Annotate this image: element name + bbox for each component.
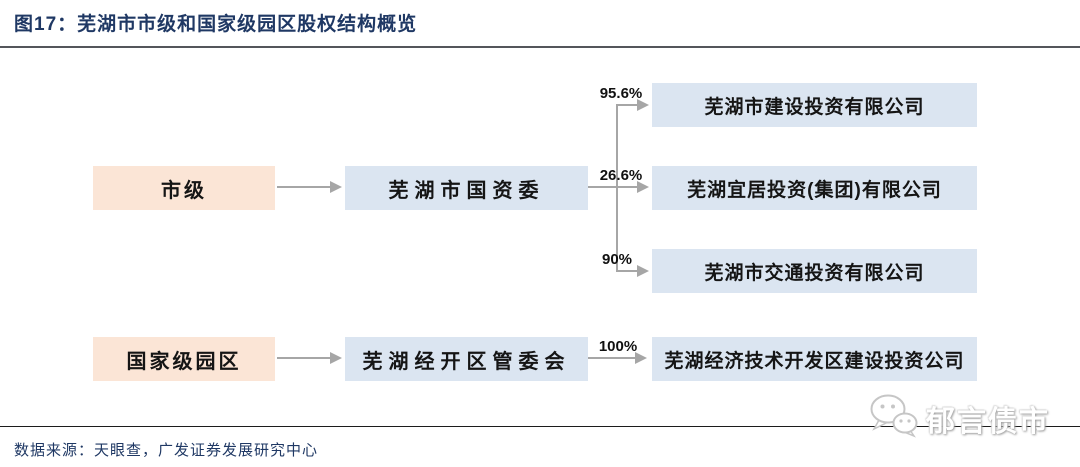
company-box-transport: 芜湖市交通投资有限公司 xyxy=(652,249,977,293)
stake-label-transport: 90% xyxy=(601,251,633,268)
data-source-note: 数据来源：天眼查，广发证券发展研究中心 xyxy=(14,442,319,459)
arrow-park-to-committee-line xyxy=(277,357,331,359)
figure-title: 图17：芜湖市市级和国家级园区股权结构概览 xyxy=(14,14,418,35)
arrow-edzco-head-icon xyxy=(635,352,647,364)
stake-label-yiju: 26.6% xyxy=(599,167,643,184)
wechat-logo-icon xyxy=(868,392,920,445)
watermark-text: 郁言债市 xyxy=(926,405,1051,438)
category-box-national-park: 国家级园区 xyxy=(93,337,275,381)
title-divider xyxy=(0,46,1080,48)
authority-box-sasac: 芜湖市国资委 xyxy=(345,166,588,210)
connector-sasac-trunk-line xyxy=(616,104,618,272)
arrow-city-to-sasac-head-icon xyxy=(330,181,342,193)
connector-committee-to-edzco-line xyxy=(588,357,636,359)
connector-sasac-to-transport-line xyxy=(617,270,638,272)
company-box-yiju: 芜湖宜居投资(集团)有限公司 xyxy=(652,166,977,210)
arrow-construction-head-icon xyxy=(637,99,649,111)
arrow-park-to-committee-head-icon xyxy=(330,352,342,364)
connector-sasac-to-yiju-line xyxy=(588,186,638,188)
category-box-city-level: 市级 xyxy=(93,166,275,210)
authority-box-edz-committee: 芜湖经开区管委会 xyxy=(345,337,588,381)
stake-label-edzco: 100% xyxy=(598,338,638,355)
arrow-city-to-sasac-line xyxy=(277,186,331,188)
company-box-construction: 芜湖市建设投资有限公司 xyxy=(652,83,977,127)
connector-sasac-to-construction-line xyxy=(617,104,638,106)
footer-divider xyxy=(0,426,1080,427)
brand-watermark: 郁言债市 xyxy=(868,392,1050,445)
stake-label-construction: 95.6% xyxy=(599,85,643,102)
company-box-edzco: 芜湖经济技术开发区建设投资公司 xyxy=(652,337,977,381)
arrow-yiju-head-icon xyxy=(637,181,649,193)
arrow-transport-head-icon xyxy=(637,265,649,277)
